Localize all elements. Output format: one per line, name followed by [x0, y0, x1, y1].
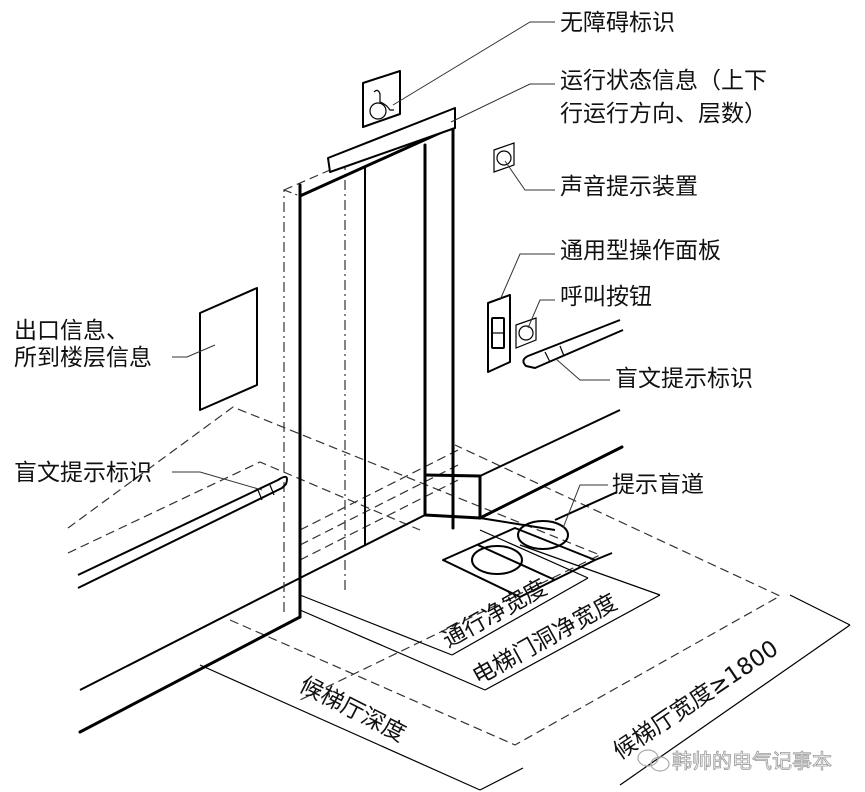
dim-hall-width: 候梯厅宽度≥1800 — [609, 636, 783, 765]
door-jamb-hidden — [283, 165, 346, 612]
label-sound-device: 声音提示装置 — [560, 174, 698, 200]
tactile-paving — [442, 491, 618, 598]
accessibility-sign — [362, 70, 401, 128]
wheelchair-icon — [369, 89, 394, 120]
dim-hall-depth: 候梯厅深度 — [295, 672, 409, 747]
wechat-icon — [637, 749, 670, 772]
call-button — [515, 317, 537, 349]
label-exit-info-line1: 出口信息、 — [14, 318, 129, 344]
floor-outline-dashed — [67, 406, 782, 746]
watermark-text: 韩帅的电气记事本 — [672, 749, 832, 773]
label-braille-right: 盲文提示标识 — [615, 366, 753, 392]
leader-lines — [172, 21, 610, 529]
right-wall — [478, 409, 624, 531]
left-wall-base — [78, 183, 302, 734]
operation-panel — [487, 294, 511, 373]
status-display-bar — [327, 107, 456, 173]
label-exit-info-line2: 所到楼层信息 — [14, 345, 152, 371]
label-status-info-line2: 行运行方向、层数） — [560, 101, 767, 127]
label-call-button: 呼叫按钮 — [560, 284, 652, 310]
label-tactile-path: 提示盲道 — [612, 472, 704, 498]
label-braille-left: 盲文提示标识 — [14, 460, 152, 486]
label-accessibility-sign: 无障碍标识 — [560, 10, 675, 36]
label-operation-panel: 通用型操作面板 — [560, 238, 721, 264]
watermark: 韩帅的电气记事本 — [637, 749, 832, 773]
exit-info-board — [199, 287, 258, 411]
left-handrail — [77, 475, 288, 589]
elevator-doors — [298, 125, 482, 579]
right-handrail — [522, 319, 624, 369]
sound-device — [493, 142, 515, 173]
label-status-info-line1: 运行状态信息（上下 — [560, 68, 767, 94]
